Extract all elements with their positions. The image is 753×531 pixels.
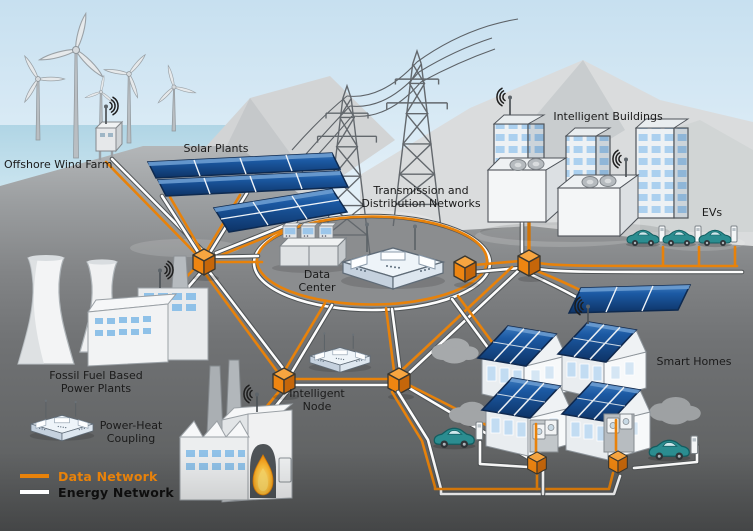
grid-transmitter-box bbox=[94, 96, 124, 160]
appliance-icon bbox=[544, 419, 558, 436]
solar-array bbox=[212, 188, 349, 233]
label-data-center-line1: Data bbox=[303, 268, 331, 281]
label-data-center-line2: Center bbox=[298, 281, 336, 295]
intelligent-buildings-illustration bbox=[480, 87, 690, 242]
label-intelligent-node-line1: Intelligent bbox=[289, 387, 345, 400]
label-fossil-fuel-plants: Fossil Fuel Based Power Plants bbox=[49, 369, 143, 396]
wind-turbine bbox=[149, 60, 197, 132]
label-evs: EVs bbox=[701, 206, 723, 219]
wind-turbine bbox=[38, 5, 119, 159]
label-power-heat-line2: Coupling bbox=[106, 432, 156, 446]
solar-plants-illustration bbox=[146, 152, 350, 233]
network-node-cube bbox=[192, 248, 216, 276]
bottom-vignette bbox=[0, 452, 753, 531]
offshore-wind-farm-illustration bbox=[4, 5, 197, 160]
solar-array bbox=[146, 152, 342, 179]
data-center-illustration bbox=[272, 221, 446, 290]
label-intelligent-node: Intelligent Node bbox=[289, 387, 345, 414]
wind-turbine bbox=[103, 40, 163, 144]
energy-network-line-swatch bbox=[20, 490, 49, 494]
label-power-heat-line1: Power-Heat bbox=[99, 419, 163, 432]
label-fossil-line2: Power Plants bbox=[60, 382, 132, 396]
label-offshore-wind-farm: Offshore Wind Farm bbox=[4, 158, 113, 171]
network-node-cube bbox=[453, 255, 477, 283]
legend: Data Network Energy Network bbox=[20, 468, 174, 500]
label-intelligent-buildings: Intelligent Buildings bbox=[553, 110, 663, 123]
charging-post-icon bbox=[475, 421, 484, 441]
label-transmission-networks: Transmission and Distribution Networks bbox=[361, 184, 480, 211]
label-solar-plants: Solar Plants bbox=[183, 142, 249, 155]
charging-post-icon bbox=[690, 435, 699, 455]
legend-energy-network-label: Energy Network bbox=[58, 484, 174, 500]
label-data-center: Data Center bbox=[298, 268, 335, 295]
label-transmission-line1: Transmission and bbox=[373, 184, 469, 197]
fossil-plant-illustration bbox=[17, 255, 209, 367]
appliance-icon bbox=[619, 413, 633, 430]
label-intelligent-node-line2: Node bbox=[302, 400, 332, 414]
wind-turbine bbox=[4, 44, 66, 141]
legend-row-energy-network: Energy Network bbox=[20, 484, 174, 500]
legend-row-data-network: Data Network bbox=[20, 468, 174, 484]
charging-post-icon bbox=[730, 225, 738, 243]
network-node-cube bbox=[517, 249, 541, 277]
label-fossil-line1: Fossil Fuel Based bbox=[49, 369, 143, 382]
label-power-heat-coupling: Power-Heat Coupling bbox=[100, 419, 163, 446]
data-ring bbox=[255, 215, 489, 306]
rooftop-solar-array bbox=[567, 284, 692, 314]
smart-homes-illustration bbox=[431, 296, 701, 461]
office-tower bbox=[635, 127, 675, 219]
label-transmission-line2: Distribution Networks bbox=[361, 197, 481, 211]
legend-data-network-label: Data Network bbox=[58, 468, 158, 484]
network-lines bbox=[104, 156, 745, 463]
label-smart-homes: Smart Homes bbox=[656, 355, 732, 368]
data-network-line-swatch bbox=[20, 473, 49, 479]
